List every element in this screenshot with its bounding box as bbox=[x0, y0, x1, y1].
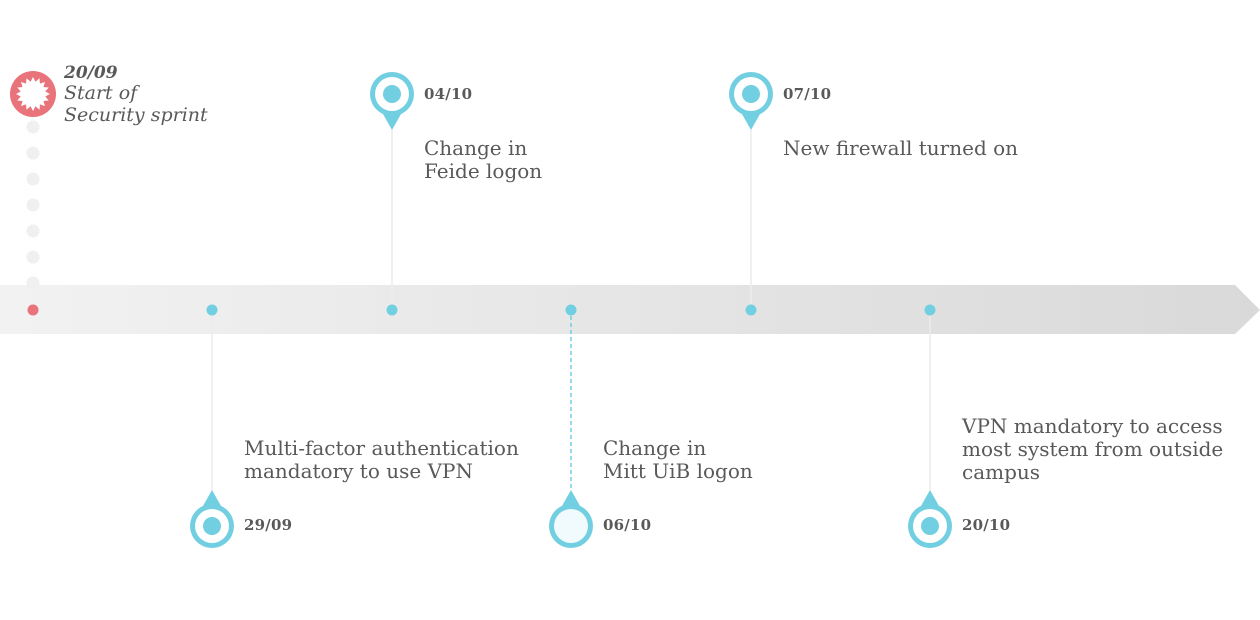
event-label-04-10: Change in Feide logon bbox=[424, 136, 543, 183]
timeline-dot-29-09 bbox=[206, 304, 218, 316]
event-date-07-10: 07/10 bbox=[783, 85, 832, 103]
badge-icon bbox=[10, 71, 56, 117]
timeline-dot-06-10 bbox=[565, 304, 577, 316]
timeline-arrow bbox=[0, 285, 1260, 334]
start-dot bbox=[27, 304, 39, 316]
event-label-06-10: Change in Mitt UiB logon bbox=[603, 436, 753, 483]
start-date: 20/09 bbox=[64, 63, 118, 83]
timeline-dot-07-10 bbox=[745, 304, 757, 316]
start-dotted-trail bbox=[26, 120, 40, 290]
map-pin-icon bbox=[729, 72, 773, 130]
event-label-29-09: Multi-factor authentication mandatory to… bbox=[244, 436, 519, 483]
event-label-07-10: New firewall turned on bbox=[783, 136, 1019, 160]
map-pin-icon bbox=[190, 490, 234, 548]
event-date-20-10: 20/10 bbox=[962, 516, 1011, 534]
event-date-04-10: 04/10 bbox=[424, 85, 473, 103]
event-date-06-10: 06/10 bbox=[603, 516, 652, 534]
event-label-20-10: VPN mandatory to access most system from… bbox=[962, 414, 1224, 484]
timeline-dot-20-10 bbox=[924, 304, 936, 316]
timeline-dot-04-10 bbox=[386, 304, 398, 316]
start-label: Start of Security sprint bbox=[64, 82, 208, 126]
map-pin-icon bbox=[370, 72, 414, 130]
map-pin-icon bbox=[908, 490, 952, 548]
map-pin-icon bbox=[549, 490, 593, 548]
event-date-29-09: 29/09 bbox=[244, 516, 293, 534]
